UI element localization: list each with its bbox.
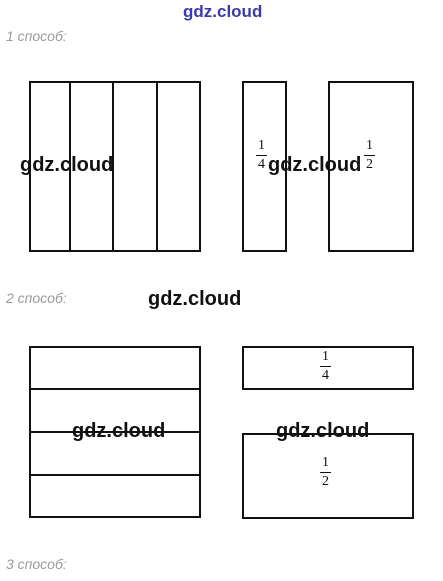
method-3-label: 3 способ: bbox=[6, 556, 67, 572]
method-1-quarter-rectangle bbox=[242, 81, 287, 252]
method-1-half-fraction: 1 2 bbox=[364, 139, 375, 172]
watermark: gdz.cloud bbox=[268, 154, 362, 176]
method-2-divider-3 bbox=[29, 474, 201, 476]
fraction-denominator: 4 bbox=[322, 368, 329, 383]
method-1-quarter-fraction: 1 4 bbox=[256, 139, 267, 172]
fraction-bar bbox=[256, 155, 267, 156]
fraction-numerator: 1 bbox=[258, 138, 265, 153]
method-1-divider-3 bbox=[156, 81, 158, 252]
method-2-half-rectangle bbox=[242, 433, 414, 519]
fraction-denominator: 2 bbox=[366, 157, 373, 172]
method-1-label: 1 способ: bbox=[6, 28, 67, 44]
method-2-divider-2 bbox=[29, 431, 201, 433]
method-2-half-fraction: 1 2 bbox=[320, 456, 331, 489]
method-1-divider-2 bbox=[112, 81, 114, 252]
watermark: gdz.cloud bbox=[148, 288, 242, 310]
header-watermark: gdz.cloud bbox=[183, 2, 263, 21]
fraction-bar bbox=[364, 155, 375, 156]
watermark: gdz.cloud bbox=[276, 420, 370, 442]
fraction-denominator: 2 bbox=[322, 474, 329, 489]
method-2-quarter-rectangle bbox=[242, 346, 414, 390]
method-1-whole-rectangle bbox=[29, 81, 201, 252]
method-2-divider-1 bbox=[29, 388, 201, 390]
fraction-numerator: 1 bbox=[322, 455, 329, 470]
method-2-quarter-fraction: 1 4 bbox=[320, 350, 331, 383]
fraction-numerator: 1 bbox=[322, 349, 329, 364]
fraction-numerator: 1 bbox=[366, 138, 373, 153]
fraction-bar bbox=[320, 366, 331, 367]
fraction-bar bbox=[320, 472, 331, 473]
method-1-half-rectangle bbox=[328, 81, 414, 252]
watermark: gdz.cloud bbox=[20, 154, 114, 176]
fraction-denominator: 4 bbox=[258, 157, 265, 172]
watermark: gdz.cloud bbox=[72, 420, 166, 442]
method-1-divider-1 bbox=[69, 81, 71, 252]
method-2-label: 2 способ: bbox=[6, 290, 67, 306]
